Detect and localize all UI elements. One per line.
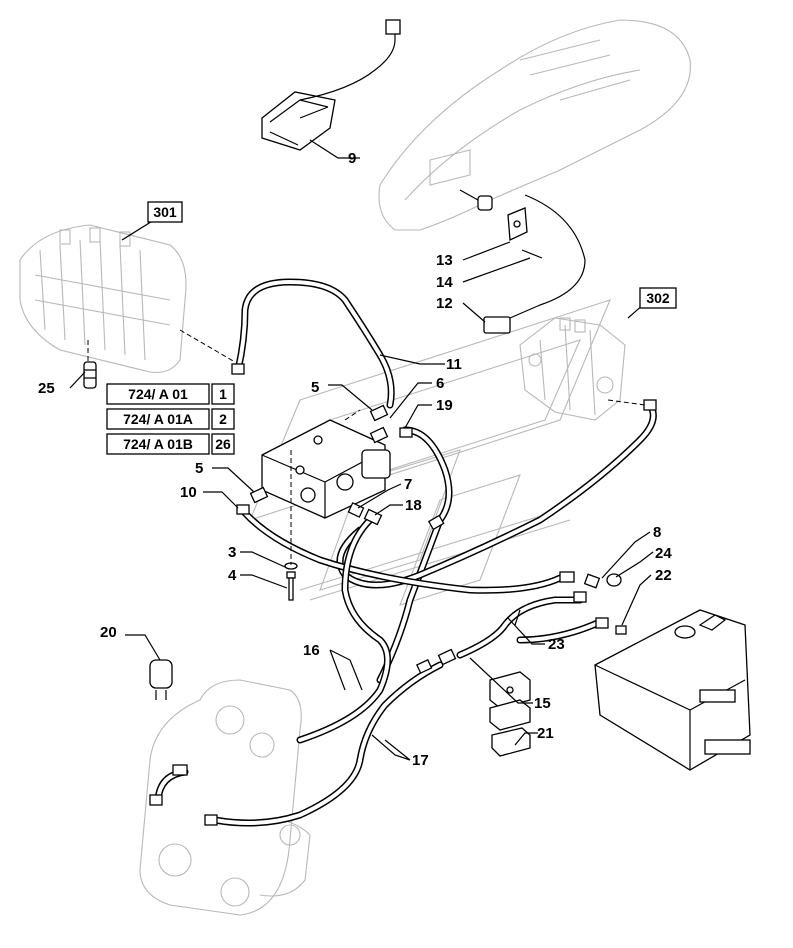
callout-4: 4 (228, 567, 237, 584)
ref-a01-qty: 1 (219, 386, 227, 402)
callout-21: 21 (537, 725, 554, 742)
callout-10: 10 (180, 484, 197, 501)
ref-a01a-label: 724/ A 01A (123, 411, 193, 427)
hose-16 (241, 509, 564, 744)
clamp-parts-15-21 (489, 671, 531, 757)
foot-pedal-switch (261, 19, 401, 151)
callout-23: 23 (548, 636, 565, 653)
ref-box-a01b: 724/ A 01B 26 (106, 433, 235, 455)
dashed-connectors (87, 329, 646, 565)
ref-302-label: 302 (646, 290, 670, 306)
callout-14: 14 (436, 274, 453, 291)
hose-11 (234, 278, 395, 409)
callout-19: 19 (436, 397, 453, 414)
fuel-tank-outline (594, 609, 751, 771)
callout-18: 18 (405, 497, 422, 514)
diverter-valve-block (261, 419, 391, 519)
callout-6: 6 (436, 375, 444, 392)
valve-block-302 (519, 317, 626, 421)
callout-12: 12 (436, 295, 453, 312)
callout-11: 11 (446, 356, 462, 373)
ref-box-302: 302 (639, 287, 677, 309)
callout-13: 13 (436, 252, 453, 269)
callout-15: 15 (534, 695, 551, 712)
callout-24: 24 (655, 545, 672, 562)
ref-a01a-qty: 2 (219, 411, 227, 427)
joystick-grip-20 (149, 659, 173, 700)
ref-a01b-label: 724/ A 01B (123, 436, 193, 452)
ref-a01-label: 724/ A 01 (128, 386, 188, 402)
callout-22: 22 (655, 567, 672, 584)
callout-17: 17 (412, 752, 429, 769)
pressure-switch (459, 189, 586, 334)
hose-23 (456, 596, 604, 659)
callout-20: 20 (100, 624, 117, 641)
callout-5-lower: 5 (195, 460, 203, 477)
callout-labels: 9 13 14 12 11 5 6 19 5 10 7 18 3 4 8 24 … (38, 150, 672, 769)
bolt-and-washer (284, 562, 298, 601)
ref-box-301: 301 (147, 201, 183, 223)
valve-block-301 (19, 224, 187, 374)
callout-9: 9 (348, 150, 356, 167)
hose-from-302 (336, 401, 657, 589)
callout-5-upper: 5 (311, 379, 319, 396)
ref-box-a01: 724/ A 01 1 (106, 383, 235, 405)
ref-box-a01a: 724/ A 01A 2 (106, 408, 235, 430)
leader-lines (69, 139, 654, 761)
fittings (149, 363, 657, 826)
callout-25: 25 (38, 380, 55, 397)
loader-boom-outline (378, 19, 691, 231)
boom-pivot-bracket (139, 679, 311, 916)
callout-8: 8 (653, 524, 661, 541)
callout-7: 7 (404, 476, 412, 493)
callout-3: 3 (228, 544, 236, 561)
ref-a01b-qty: 26 (215, 436, 231, 452)
plug-fitting-25 (83, 361, 97, 389)
callout-16: 16 (303, 642, 320, 659)
ref-301-label: 301 (153, 204, 177, 220)
